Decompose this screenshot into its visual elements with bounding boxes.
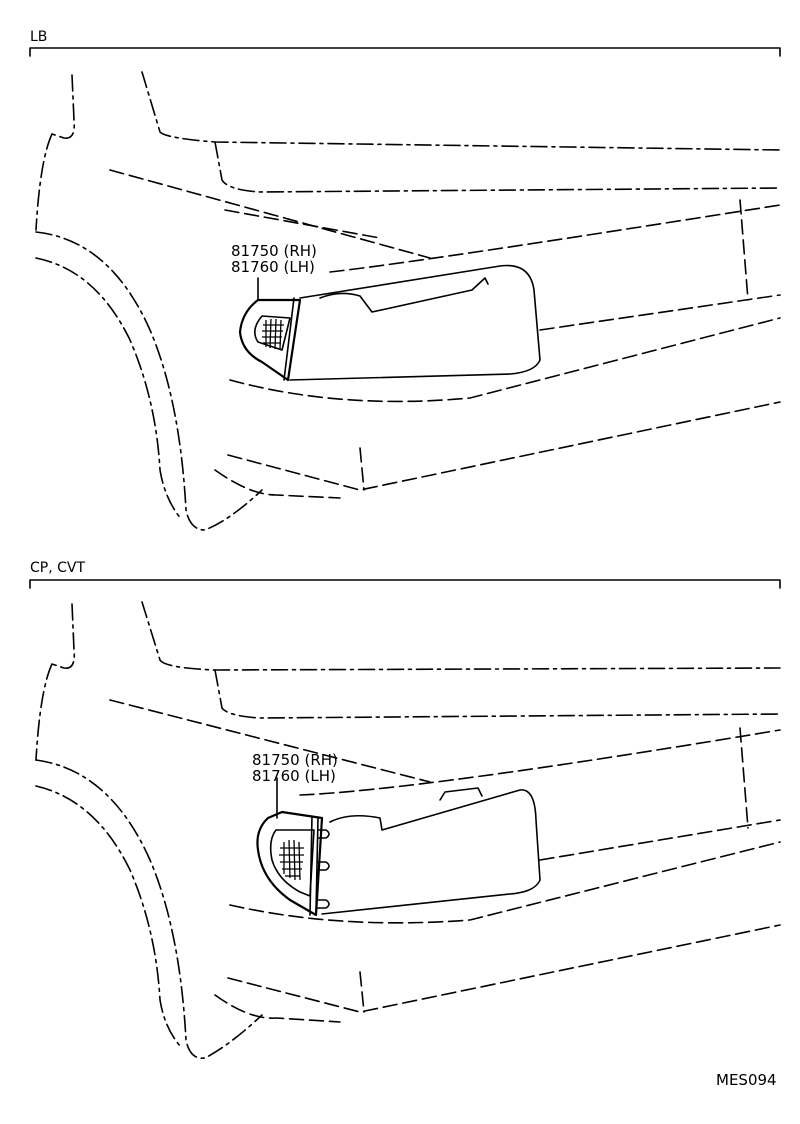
panel-heading-lb: LB — [30, 29, 48, 45]
callout-part-lh-cp-cvt: 81760 (LH) — [252, 767, 336, 785]
car-front-illustration-lb — [35, 71, 781, 531]
bracket-lb — [29, 47, 781, 57]
callout-part-rh-lb: 81750 (RH) — [231, 242, 317, 260]
callout-part-rh-cp-cvt: 81750 (RH) — [252, 751, 338, 769]
panel-heading-cp-cvt: CP, CVT — [30, 560, 86, 576]
callout-part-lh-lb: 81760 (LH) — [231, 258, 315, 276]
figure-code: MES094 — [716, 1071, 777, 1089]
